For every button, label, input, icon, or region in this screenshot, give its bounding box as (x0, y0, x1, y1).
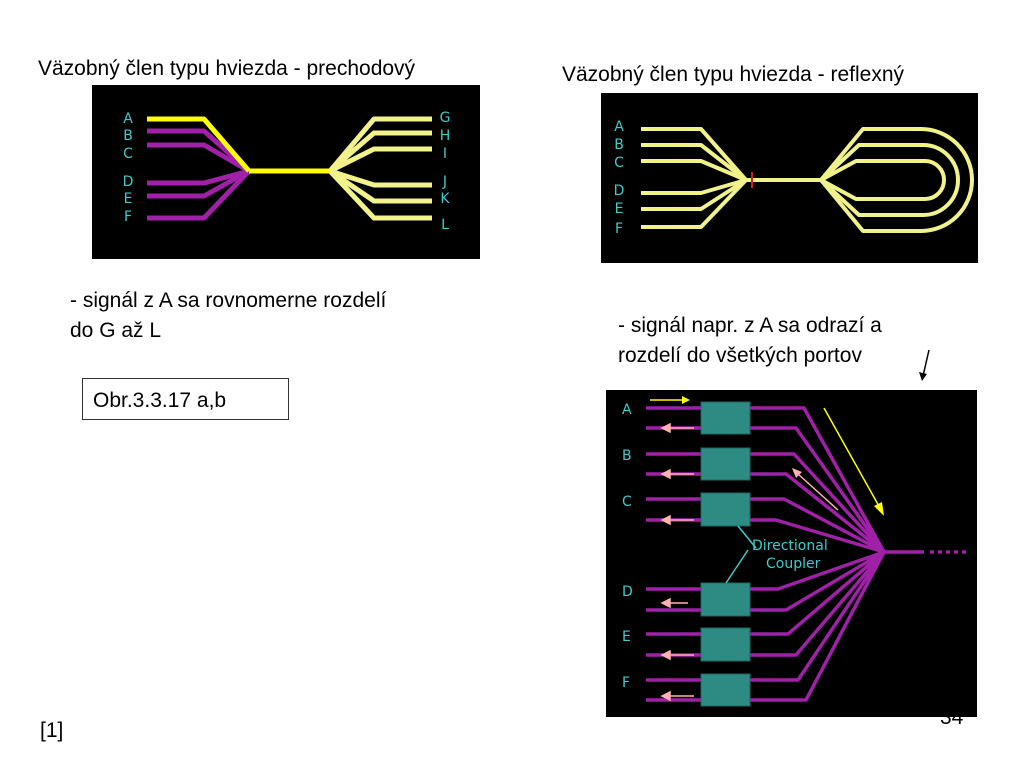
transmissive-star-coupler-diagram: A B C D E F G H I J K L (92, 85, 480, 259)
reflect-loop-inner (819, 159, 946, 201)
port-label: E (615, 201, 624, 217)
directional-coupler-blocks (700, 401, 751, 707)
left-title: Väzobný člen typu hviezda - prechodový (38, 57, 416, 80)
port-label: A (614, 119, 624, 135)
reflective-star-coupler-diagram: A B C D E F (601, 93, 978, 263)
fiber-f (750, 551, 886, 682)
port-label: B (614, 137, 624, 153)
directional-coupler (700, 673, 751, 707)
fiber-d (750, 550, 885, 591)
fiber-b (147, 128, 251, 173)
pointer-arrow-icon (919, 349, 930, 381)
fiber-i (328, 146, 432, 174)
port-label: D (123, 174, 134, 190)
fiber-b (641, 143, 748, 182)
fiber-f (641, 178, 748, 229)
directional-coupler (700, 492, 751, 527)
port-label: C (614, 155, 624, 171)
directional-coupler-star-diagram: Directional Coupler A B C D E F (606, 390, 977, 717)
port-label: B (622, 448, 632, 464)
port-label: F (124, 209, 132, 225)
coupler-label-line: Coupler (766, 556, 821, 572)
reflect-loop-outer (819, 127, 974, 233)
right-note-line: - signál napr. z A sa odrazí a (618, 314, 882, 337)
port-label: G (440, 110, 451, 126)
fiber-e (641, 178, 748, 211)
fiber-k (328, 168, 432, 204)
directional-coupler (700, 447, 751, 481)
right-note: - signál napr. z A sa odrazí a rozdelí d… (618, 311, 882, 371)
port-label: A (622, 402, 632, 418)
fiber-c (750, 497, 885, 554)
port-label: E (124, 191, 133, 207)
port-label: C (622, 494, 632, 510)
left-note: - signál z A sa rovnomerne rozdelí do G … (70, 286, 386, 346)
port-label: I (443, 146, 447, 162)
coupler-callout-lines (725, 525, 757, 584)
port-label: L (441, 217, 449, 233)
fiber-c (147, 142, 251, 174)
fiber-e (750, 550, 886, 636)
right-title: Väzobný člen typu hviezda - reflexný (562, 63, 905, 86)
fiber-e (147, 168, 251, 199)
fiber-d (641, 178, 747, 195)
fiber-j (329, 168, 432, 188)
fiber-f (147, 169, 251, 221)
left-note-line: - signál z A sa rovnomerne rozdelí (70, 289, 387, 312)
directional-coupler (700, 582, 751, 617)
reflect-loop-middle (819, 143, 960, 217)
port-label: K (440, 191, 450, 207)
fiber-a (147, 116, 251, 173)
port-label: E (622, 629, 631, 645)
fiber-l (328, 169, 432, 221)
right-note-line: rozdelí do všetkých portov (618, 344, 862, 367)
fiber-a (750, 406, 886, 553)
port-label: H (440, 128, 451, 144)
port-label: A (123, 111, 133, 127)
reflected-arrow (797, 473, 839, 511)
port-label: B (123, 128, 133, 144)
figure-reference-box: Obr.3.3.17 a,b (82, 378, 289, 420)
left-note-line: do G až L (70, 319, 162, 342)
signal-path-arrow (823, 407, 881, 509)
coupler-label-line: Directional (752, 538, 828, 554)
port-label: D (622, 584, 633, 600)
fiber-d (147, 168, 250, 186)
fiber-c (641, 159, 747, 182)
fiber-h (328, 130, 432, 173)
port-label: F (615, 221, 623, 237)
port-label: D (614, 183, 625, 199)
port-label: J (442, 174, 447, 190)
fiber-b (750, 452, 886, 554)
directional-coupler (700, 627, 751, 662)
port-label: F (622, 675, 630, 691)
return-arrows (660, 422, 694, 702)
directional-coupler (700, 401, 751, 435)
citation: [1] (40, 719, 64, 742)
port-label: C (123, 146, 133, 162)
fiber-g (328, 116, 432, 173)
fiber-a (641, 127, 748, 182)
